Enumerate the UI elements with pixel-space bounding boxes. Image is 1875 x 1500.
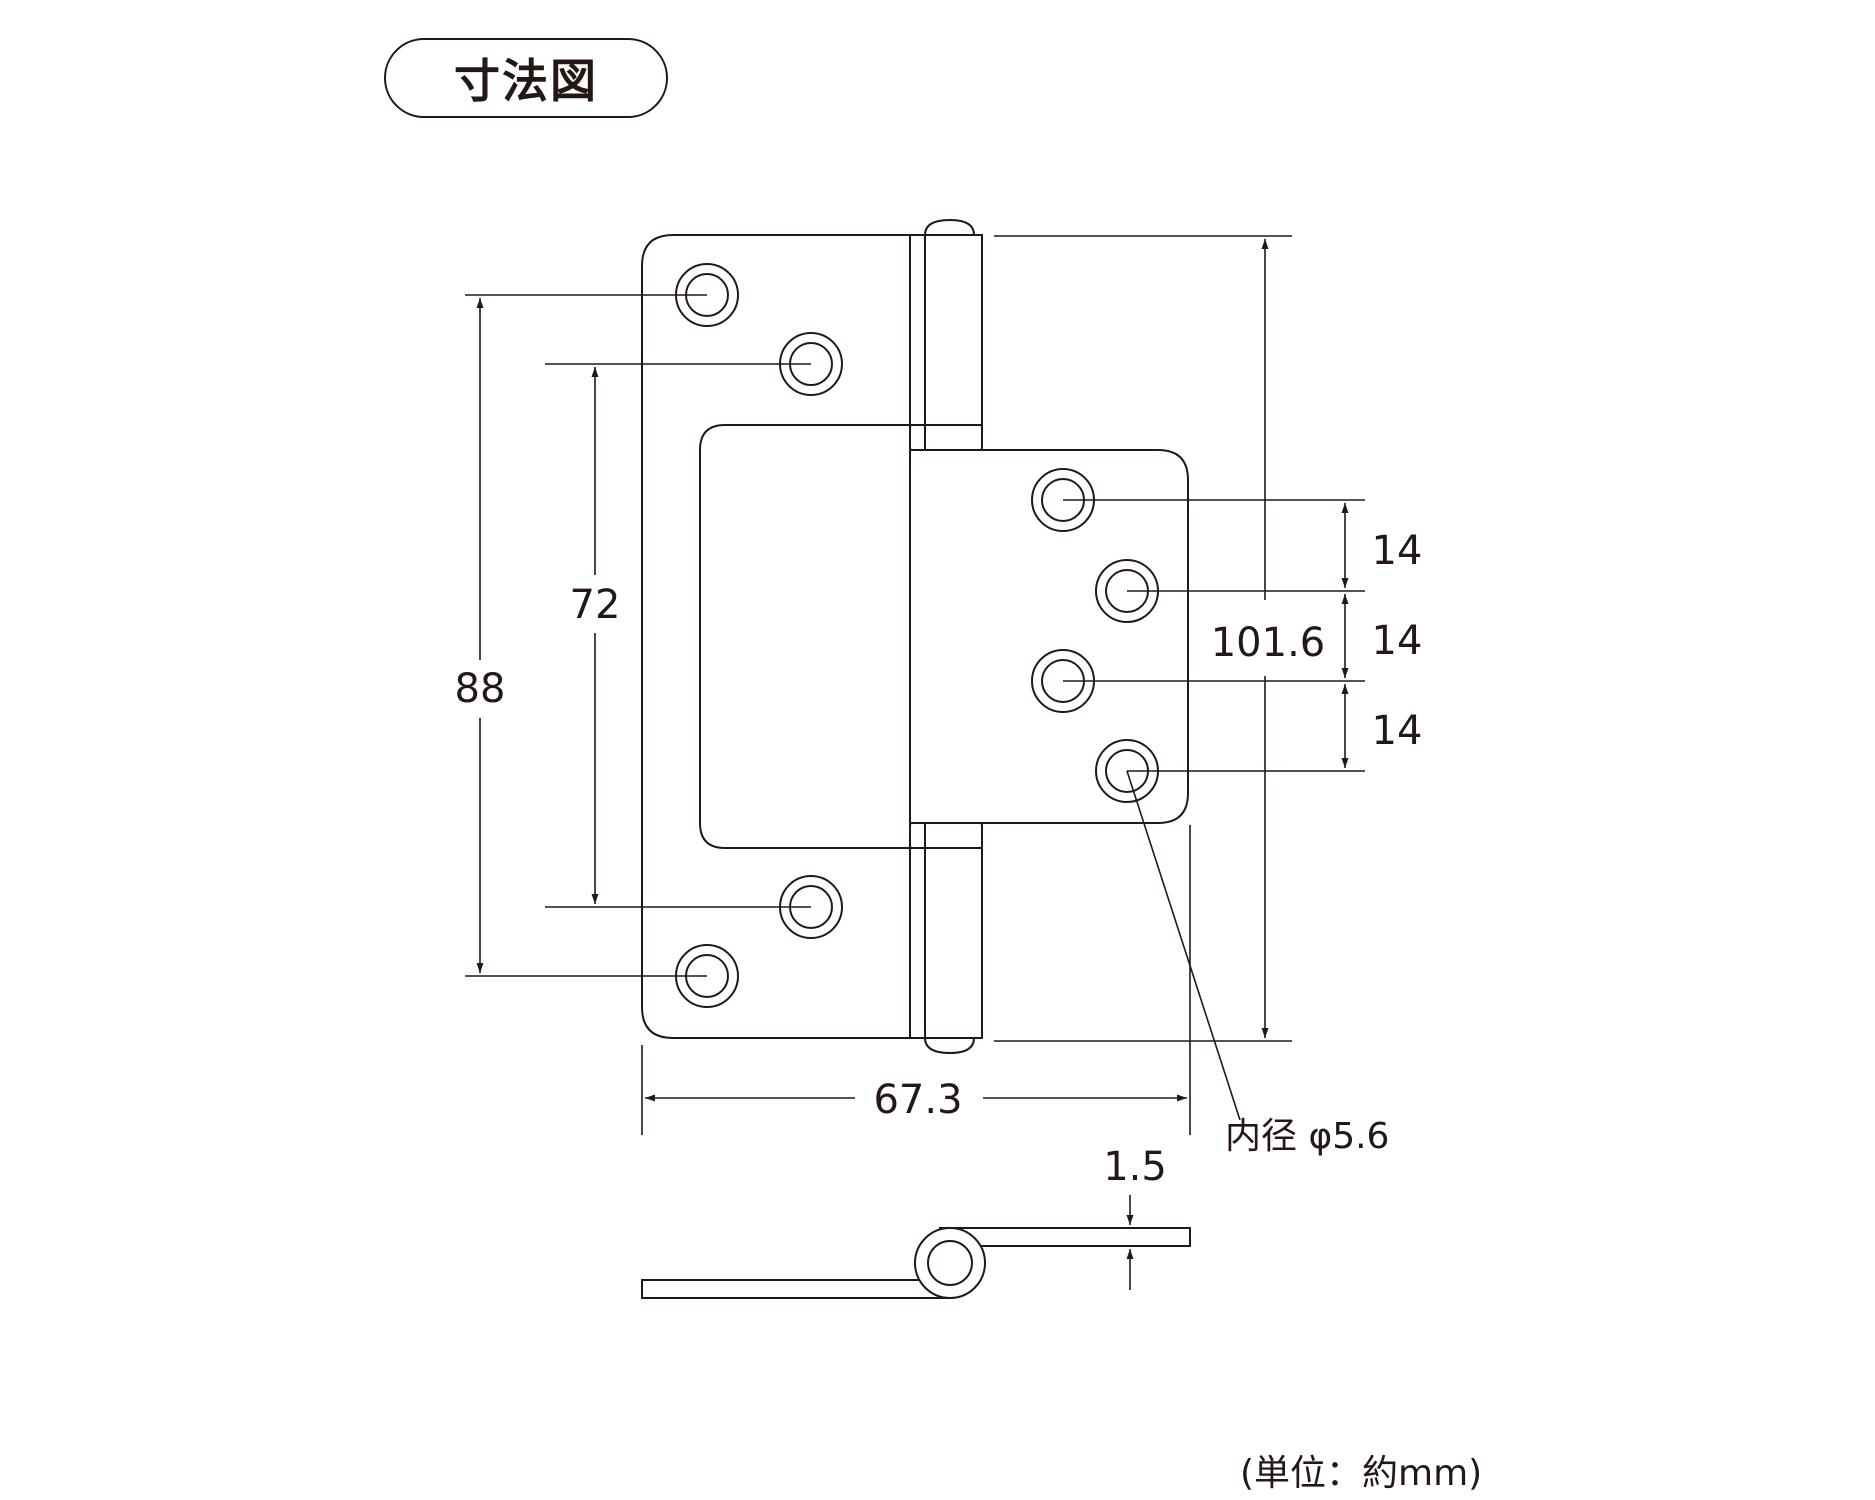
dimension-hole-diameter: 内径 φ5.6 (1126, 770, 1389, 1157)
page-title: 寸法図 (454, 54, 598, 108)
knuckle-top-cap (923, 218, 976, 236)
dimension-101-6: 101.6 (994, 235, 1326, 1042)
hinge-side-view (641, 1227, 1191, 1299)
left-leaf (641, 234, 911, 1039)
knuckle-middle (909, 424, 983, 451)
dim-hole-diameter-label: 内径 φ5.6 (1225, 1116, 1389, 1157)
dimension-1-5: 1.5 (1103, 1144, 1167, 1290)
dim-67-3-label: 67.3 (873, 1077, 962, 1123)
knuckle-top (909, 234, 983, 426)
title-badge: 寸法図 (384, 38, 668, 118)
dim-14-label-1: 14 (1372, 528, 1423, 574)
dimension-67-3: 67.3 (641, 825, 1191, 1135)
dimension-hole-pitch: 14 14 14 (1063, 499, 1423, 772)
hinge-front-view (641, 218, 1189, 1055)
unit-note: (単位：約mm) (1240, 1453, 1483, 1494)
dimension-72: 72 (545, 363, 811, 908)
dim-1-5-label: 1.5 (1103, 1144, 1167, 1190)
dimension-88: 88 (455, 294, 707, 977)
right-leaf (909, 449, 1189, 824)
dim-14-label-2: 14 (1372, 618, 1423, 664)
knuckle-bottom (909, 847, 983, 1039)
dim-88-label: 88 (455, 666, 506, 712)
dim-14-label-3: 14 (1372, 708, 1423, 754)
leaf-cutout (699, 424, 910, 849)
dim-72-label: 72 (570, 582, 621, 628)
dim-101-6-label: 101.6 (1211, 620, 1326, 666)
